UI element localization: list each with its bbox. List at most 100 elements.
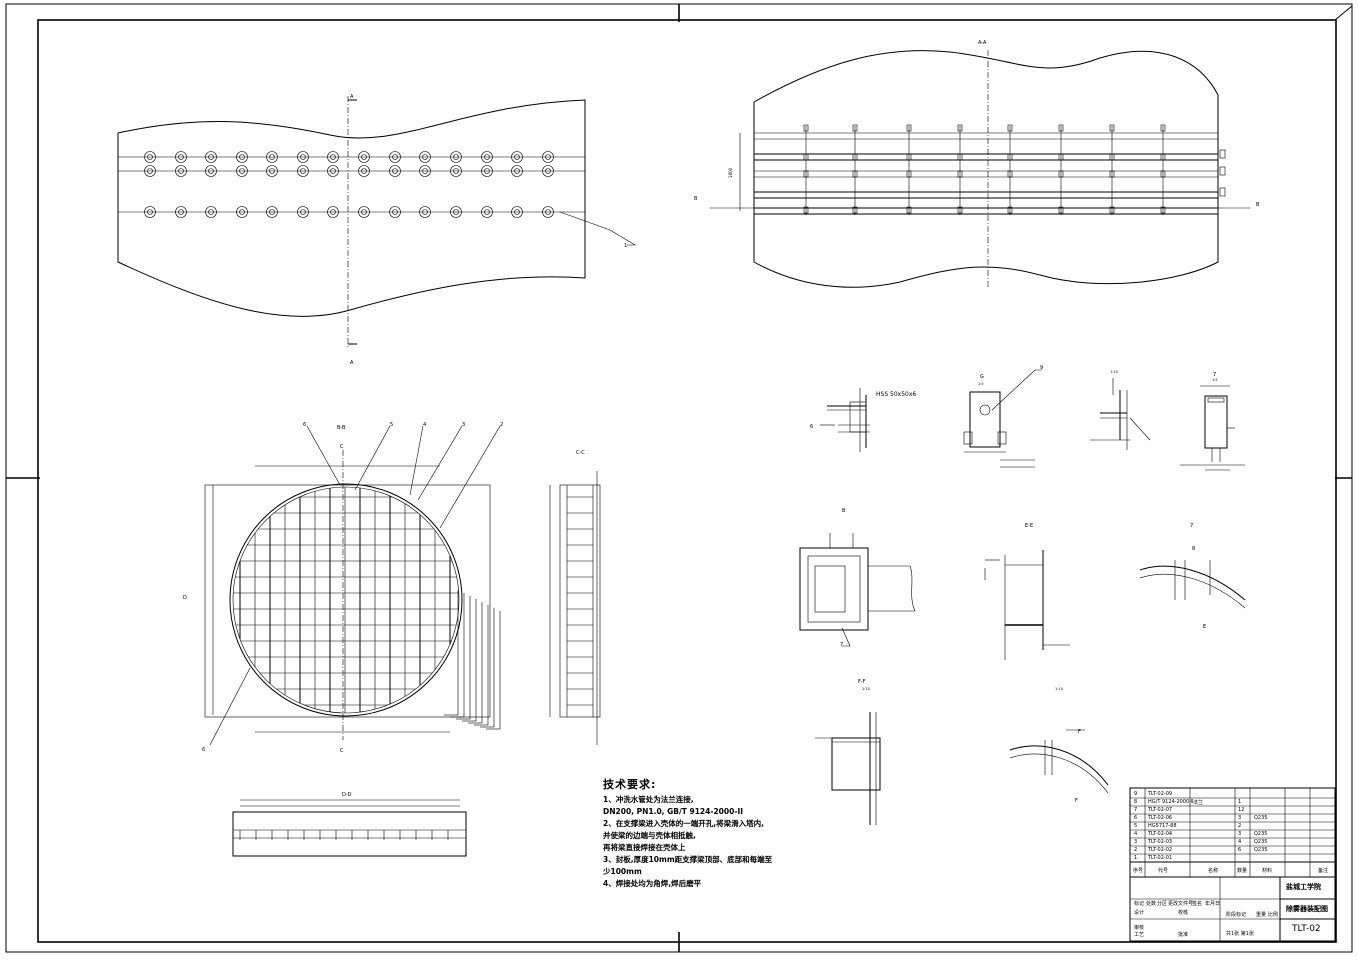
section-mark-b-right: B	[1256, 202, 1260, 208]
tech-req-item: 再将梁直接焊接在壳体上	[603, 843, 686, 852]
section-aa-title: A-A	[978, 40, 987, 46]
dd-ticks	[239, 830, 449, 840]
tech-req-item: DN200, PN1.0, GB/T 9124-2000-II	[603, 807, 744, 816]
nozzle-bore	[330, 209, 336, 215]
post-cap	[1160, 206, 1166, 214]
post-cap	[957, 153, 963, 161]
nozzle-bore	[269, 154, 275, 160]
nozzle-bore	[178, 168, 184, 174]
marks-4: 更改文件号	[1168, 901, 1194, 907]
post-cap	[803, 153, 809, 161]
nozzle	[205, 151, 217, 163]
view-section-aa: A-A 1800 B B	[694, 40, 1260, 288]
detail-arc-title: 7	[1190, 523, 1193, 529]
beam-end-flange	[1219, 166, 1226, 176]
nozzle	[419, 165, 431, 177]
nozzle-bore	[484, 209, 490, 215]
nozzle	[175, 165, 187, 177]
callout-bb-6: 6	[303, 422, 306, 428]
nozzle-bore	[300, 168, 306, 174]
section-mark-f-top: F	[1078, 729, 1081, 735]
nozzle	[450, 165, 462, 177]
parts-cell: TLT-02-07	[1148, 807, 1173, 813]
sheet-info: 共1张 第1张	[1226, 931, 1254, 937]
section-mark-c-bottom: C	[340, 748, 344, 754]
detail-clip: 1:10	[1090, 370, 1151, 450]
post-cap	[852, 170, 858, 178]
tech-req-item: 3、封板,厚度10mm距支撑梁顶部、底部和每端至	[603, 855, 773, 864]
detail-ee-title: E-E	[1025, 523, 1033, 529]
parts-cell: TLT-02-04	[1148, 831, 1173, 837]
view-section-dd: D-D	[232, 792, 467, 857]
parts-cell: 6	[1134, 815, 1138, 821]
nozzle	[450, 206, 462, 218]
sign-approve: 批准	[1178, 932, 1189, 938]
tech-req-item: 4、焊接处均为角焊,焊后磨平	[603, 879, 702, 888]
section-cc-title: C-C	[576, 450, 585, 456]
detail-post: 7 1:5	[1180, 372, 1245, 471]
nozzle-bore	[453, 154, 459, 160]
header-name: 名称	[1208, 868, 1219, 874]
parts-cell: 3	[1238, 831, 1242, 837]
post-cap	[1007, 170, 1013, 178]
nozzle	[419, 151, 431, 163]
beam-end-flange	[1219, 187, 1226, 197]
parts-cell: TLT-02-09	[1148, 791, 1173, 797]
parts-cell: 8	[1134, 799, 1138, 805]
nozzle-bore	[422, 168, 428, 174]
nozzle	[327, 151, 339, 163]
parts-cell: 7	[1134, 807, 1138, 813]
parts-cell: TLT-02-01	[1148, 855, 1173, 861]
parts-cell: Q235	[1254, 815, 1268, 821]
detail-g: G 1:5 9	[963, 365, 1043, 468]
hss-size-label: HSS 50x50x6	[876, 391, 916, 398]
nozzle-bore	[361, 168, 367, 174]
detail-post-title: 7	[1213, 372, 1216, 378]
post-cap	[1058, 206, 1064, 214]
section-bb-title: B-B	[337, 425, 346, 431]
post-cap	[1109, 170, 1115, 178]
nozzle	[297, 151, 309, 163]
post-cap	[906, 153, 912, 161]
nozzle-bore	[178, 154, 184, 160]
post-cap	[852, 124, 858, 132]
post-cap	[1160, 170, 1166, 178]
marks-5: 签名	[1192, 901, 1203, 907]
nozzle	[175, 206, 187, 218]
nozzle	[511, 151, 523, 163]
post-cap	[852, 206, 858, 214]
tech-req-item: 少100mm	[603, 867, 642, 876]
nozzle-bore	[361, 154, 367, 160]
post-cap	[1109, 153, 1115, 161]
parts-cell: HG5717-88	[1148, 823, 1177, 829]
nozzle	[481, 151, 493, 163]
nozzle	[327, 206, 339, 218]
cc-ticks	[567, 496, 593, 706]
nozzle-bore	[484, 168, 490, 174]
detail-ff-scale: 1:10	[862, 687, 870, 691]
view-section-bb: B-B C C D 6 5 4 3 2 6	[183, 422, 503, 754]
nozzle-bore	[147, 168, 153, 174]
parts-cell: TLT-02-06	[1148, 815, 1173, 821]
nozzle	[175, 151, 187, 163]
detail-b-title: B	[842, 508, 846, 514]
detail-arc-top: 7 8 E	[1139, 523, 1246, 630]
nozzle	[205, 165, 217, 177]
parts-cell: 3	[1134, 839, 1138, 845]
nozzle	[511, 165, 523, 177]
header-code: 代号	[1158, 868, 1169, 874]
callout-bb-3: 3	[462, 422, 465, 428]
view-top-left: A A 1	[117, 94, 637, 366]
section-mark-d: D	[183, 595, 187, 601]
school-name: 盐城工学院	[1286, 883, 1321, 891]
nozzle	[419, 206, 431, 218]
nozzle-bore	[453, 209, 459, 215]
callout-bb-5: 5	[390, 422, 393, 428]
beam-rows	[754, 124, 1226, 215]
callout-bb-6b: 6	[202, 747, 205, 753]
stepped-dimension-lines	[444, 590, 501, 730]
nozzle	[450, 151, 462, 163]
parts-cell: TLT-02-03	[1148, 839, 1173, 845]
post-cap	[906, 170, 912, 178]
